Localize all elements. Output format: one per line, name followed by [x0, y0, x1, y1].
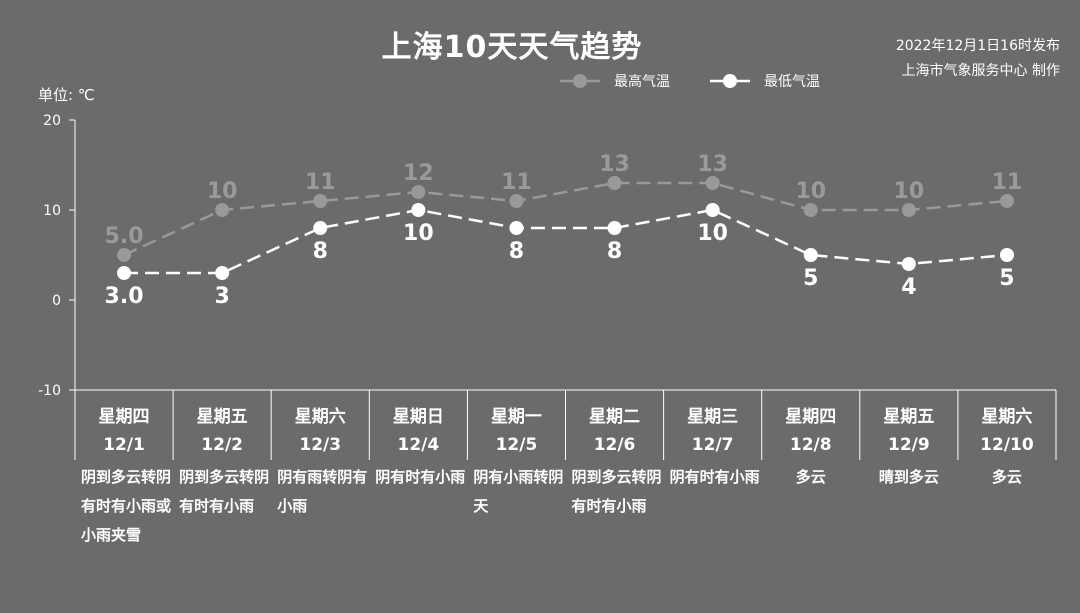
data-point [803, 203, 818, 217]
data-label: 8 [509, 239, 524, 264]
legend-label: 最高气温 [614, 73, 670, 90]
data-label: 10 [697, 221, 728, 246]
x-date-label: 12/8 [790, 435, 832, 455]
x-date-label: 12/2 [201, 435, 243, 455]
data-label: 12 [403, 161, 434, 186]
x-date-label: 12/9 [888, 435, 930, 455]
data-label: 8 [607, 239, 622, 264]
data-point [999, 248, 1014, 262]
weather-description: 阴有雨转阴有小雨 [277, 468, 368, 515]
x-weekday-label: 星期五 [883, 407, 934, 427]
x-date-label: 12/3 [299, 435, 341, 455]
x-weekday-label: 星期三 [687, 407, 738, 427]
data-point [999, 194, 1014, 208]
weather-description: 阴有小雨转阴天 [473, 468, 564, 515]
y-tick-label: 0 [52, 293, 61, 309]
weather-description: 晴到多云 [878, 468, 939, 486]
x-weekday-label: 星期一 [491, 407, 542, 427]
series-line-high [123, 181, 1008, 257]
data-point [705, 176, 720, 190]
weather-description: 阴到多云转阴有时有小雨或小雨夹雪 [81, 468, 172, 544]
weather-description: 阴有时有小雨 [669, 468, 760, 486]
data-point [117, 248, 132, 262]
data-label: 5.0 [105, 224, 144, 249]
weather-description: 阴到多云转阴有时有小雨 [571, 468, 662, 515]
x-weekday-label: 星期四 [99, 407, 150, 427]
weather-description: 阴到多云转阴有时有小雨 [179, 468, 270, 515]
x-date-label: 12/7 [692, 435, 734, 455]
data-point [607, 221, 622, 235]
data-point [215, 266, 230, 280]
chart-title: 上海10天天气趋势 [381, 30, 643, 65]
y-tick-label: -10 [38, 383, 61, 399]
data-point [117, 266, 132, 280]
data-point [215, 203, 230, 217]
publish-time: 2022年12月1日16时发布 [895, 38, 1060, 54]
data-label: 11 [501, 170, 532, 195]
data-point [509, 194, 524, 208]
data-label: 11 [305, 170, 336, 195]
legend-marker [573, 74, 587, 88]
x-weekday-label: 星期四 [785, 407, 836, 427]
data-point [411, 185, 426, 199]
publisher: 上海市气象服务中心 制作 [901, 63, 1060, 79]
data-label: 11 [992, 170, 1023, 195]
legend-label: 最低气温 [764, 74, 820, 90]
data-label: 10 [207, 179, 238, 204]
data-label: 10 [894, 179, 925, 204]
data-label: 13 [599, 152, 630, 177]
data-label: 4 [901, 275, 916, 300]
data-point [705, 203, 720, 217]
x-weekday-label: 星期二 [589, 407, 640, 427]
x-date-label: 12/6 [594, 435, 636, 455]
x-date-label: 12/5 [496, 435, 538, 455]
series-line-low [124, 208, 1008, 275]
data-label: 10 [403, 221, 434, 246]
data-point [313, 221, 328, 235]
x-date-label: 12/10 [980, 435, 1034, 455]
data-point [411, 203, 426, 217]
x-date-label: 12/4 [397, 435, 439, 455]
x-weekday-label: 星期五 [197, 407, 248, 427]
weather-description: 多云 [991, 468, 1022, 486]
data-point [901, 257, 916, 271]
data-label: 3.0 [105, 284, 144, 309]
y-axis-unit: 单位: ℃ [38, 86, 95, 104]
y-tick-label: 10 [43, 203, 61, 219]
data-label: 8 [313, 239, 328, 264]
data-label: 10 [795, 179, 826, 204]
y-tick-label: 20 [43, 113, 61, 129]
data-point [901, 203, 916, 217]
x-weekday-label: 星期六 [295, 406, 346, 427]
data-label: 5 [803, 266, 818, 291]
x-weekday-label: 星期日 [393, 407, 444, 427]
data-label: 13 [697, 152, 728, 177]
data-point [803, 248, 818, 262]
data-point [607, 176, 622, 190]
data-label: 3 [214, 284, 229, 309]
data-point [509, 221, 524, 235]
x-date-label: 12/1 [103, 435, 145, 455]
x-weekday-label: 星期六 [981, 406, 1032, 427]
data-label: 5 [999, 266, 1014, 291]
legend-marker [723, 74, 737, 88]
weather-description: 多云 [795, 468, 826, 486]
data-point [313, 194, 328, 208]
weather-description: 阴有时有小雨 [375, 468, 466, 486]
